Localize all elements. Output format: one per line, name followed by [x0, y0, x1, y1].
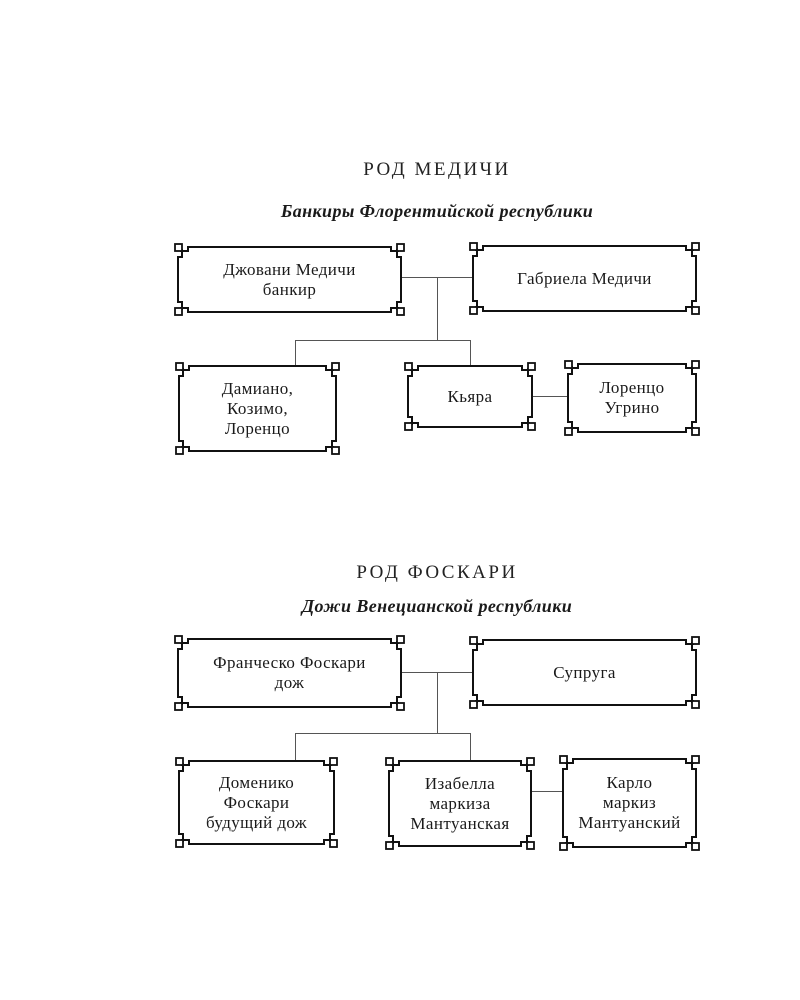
person-name: Лоренцо — [224, 418, 291, 438]
person-name: Карло — [606, 773, 653, 792]
corner-ornament-icon — [174, 635, 183, 644]
person-name: Джовани Медичи — [223, 259, 356, 279]
corner-ornament-icon — [527, 362, 536, 371]
person-name: Дамиано, — [221, 378, 294, 398]
person-role: будущий дож — [206, 812, 307, 832]
corner-ornament-icon — [691, 842, 700, 851]
corner-ornament-icon — [385, 757, 394, 766]
child-stub-chiara — [470, 340, 471, 366]
person-name: Франческо Фоскари — [213, 653, 366, 672]
person-box-francesco-foscari: Франческо Фоскари дож — [174, 635, 405, 711]
corner-ornament-icon — [527, 422, 536, 431]
corner-ornament-icon — [396, 702, 405, 711]
corner-ornament-icon — [691, 755, 700, 764]
corner-ornament-icon — [564, 360, 573, 369]
corner-ornament-icon — [174, 243, 183, 252]
corner-ornament-icon — [404, 362, 413, 371]
person-role: Мантуанский — [578, 813, 681, 832]
corner-ornament-icon — [175, 839, 184, 848]
medici-tree-subtitle: Банкиры Флорентийской республики — [280, 201, 594, 221]
corner-ornament-icon — [691, 700, 700, 709]
person-name: Кьяра — [447, 386, 493, 406]
corner-ornament-icon — [526, 841, 535, 850]
corner-ornament-icon — [396, 307, 405, 316]
foscari-tree-title: РОД ФОСКАРИ — [356, 562, 518, 583]
person-name: Фоскари — [223, 792, 290, 812]
corner-ornament-icon — [404, 422, 413, 431]
person-box-lorenzo-ugrino: Лоренцо Угрино — [564, 360, 700, 436]
person-box-giovanni-medici: Джовани Медичи банкир — [174, 243, 405, 316]
person-box-isabella-mantua: Изабелла маркиза Мантуанская — [385, 757, 535, 850]
person-name: Угрино — [604, 398, 660, 417]
corner-ornament-icon — [385, 841, 394, 850]
person-box-carlo-mantua: Карло маркиз Мантуанский — [559, 755, 700, 851]
person-box-damiano-cosimo-lorenzo: Дамиано, Козимо, Лоренцо — [175, 362, 340, 455]
foscari-tree-subtitle: Дожи Венецианской республики — [301, 596, 573, 616]
corner-ornament-icon — [175, 757, 184, 766]
corner-ornament-icon — [469, 700, 478, 709]
person-box-chiara: Кьяра — [404, 362, 536, 431]
corner-ornament-icon — [331, 362, 340, 371]
corner-ornament-icon — [174, 307, 183, 316]
corner-ornament-icon — [559, 755, 568, 764]
person-name: Козимо, — [226, 398, 289, 418]
person-box-gabriela-medici: Габриела Медичи — [469, 242, 700, 315]
sibling-line-foscari — [295, 733, 470, 734]
corner-ornament-icon — [396, 243, 405, 252]
corner-ornament-icon — [564, 427, 573, 436]
marriage-line-isabella-carlo — [532, 791, 562, 792]
descent-line-foscari — [437, 672, 438, 733]
corner-ornament-icon — [175, 362, 184, 371]
corner-ornament-icon — [329, 757, 338, 766]
person-name: Габриела Медичи — [517, 268, 652, 288]
corner-ornament-icon — [469, 636, 478, 645]
person-name: Изабелла — [424, 773, 496, 793]
person-name: Доменико — [218, 772, 295, 792]
person-box-supruga: Супруга — [469, 636, 700, 709]
corner-ornament-icon — [174, 702, 183, 711]
corner-ornament-icon — [469, 242, 478, 251]
person-name: Супруга — [553, 662, 616, 682]
person-role: дож — [274, 673, 305, 692]
medici-tree-title: РОД МЕДИЧИ — [363, 159, 511, 180]
corner-ornament-icon — [175, 446, 184, 455]
corner-ornament-icon — [691, 360, 700, 369]
child-stub-damiano — [295, 340, 296, 366]
person-role: маркиза — [429, 793, 491, 813]
corner-ornament-icon — [691, 306, 700, 315]
descent-line-medici — [437, 277, 438, 340]
corner-ornament-icon — [396, 635, 405, 644]
corner-ornament-icon — [331, 446, 340, 455]
corner-ornament-icon — [329, 839, 338, 848]
person-role: маркиз — [602, 793, 657, 812]
corner-ornament-icon — [691, 242, 700, 251]
sibling-line-medici — [295, 340, 470, 341]
person-role: банкир — [262, 279, 317, 299]
person-box-domenico-foscari: Доменико Фоскари будущий дож — [175, 757, 338, 848]
corner-ornament-icon — [691, 427, 700, 436]
person-name: Лоренцо — [599, 378, 665, 397]
corner-ornament-icon — [691, 636, 700, 645]
corner-ornament-icon — [526, 757, 535, 766]
marriage-line-chiara-lorenzo — [533, 396, 567, 397]
child-stub-isabella — [470, 733, 471, 761]
corner-ornament-icon — [559, 842, 568, 851]
person-role: Мантуанская — [410, 813, 510, 833]
corner-ornament-icon — [469, 306, 478, 315]
child-stub-domenico — [295, 733, 296, 761]
